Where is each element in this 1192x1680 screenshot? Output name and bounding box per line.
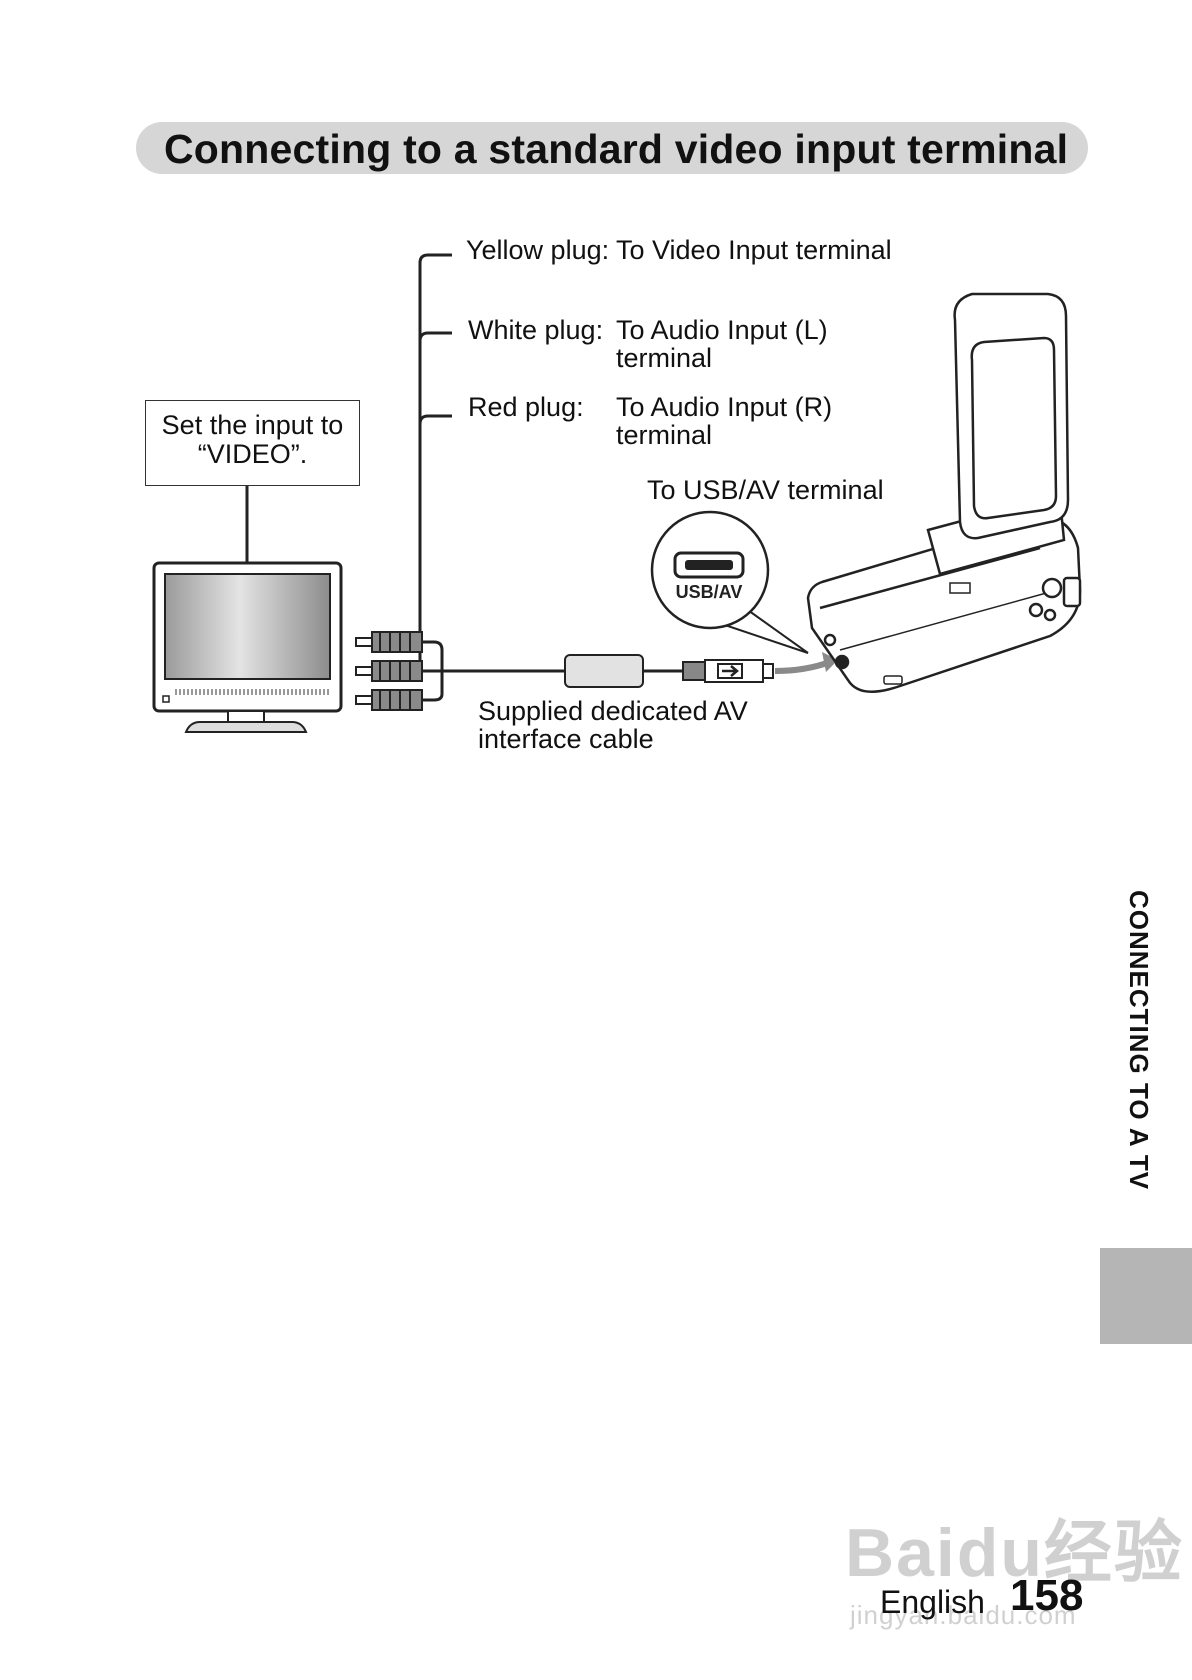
yellow-rca-plug: [355, 631, 423, 653]
section-side-label: CONNECTING TO A TV: [1124, 890, 1154, 1191]
usb-av-terminal-label: To USB/AV terminal: [647, 475, 884, 505]
usb-av-icon-label: USB/AV: [676, 582, 743, 602]
av-cable: [422, 640, 683, 702]
watermark-brand: Baidu经验: [845, 1515, 1184, 1591]
red-plug-target: To Audio Input (R): [616, 392, 833, 422]
red-plug-target-line2: terminal: [616, 420, 713, 450]
usb-connector: [682, 659, 774, 683]
footer-language: English: [880, 1584, 985, 1620]
yellow-plug-label: Yellow plug:: [466, 235, 610, 265]
callout-line-1: Set the input to: [161, 410, 344, 440]
title-bar: [136, 122, 1088, 174]
rca-plugs: [355, 631, 423, 711]
white-rca-plug: [355, 660, 423, 682]
cable-ferrite-core: [564, 654, 644, 688]
insert-arrow: [774, 659, 832, 674]
usb-av-callout: USB/AV: [650, 510, 809, 654]
red-rca-plug: [355, 689, 423, 711]
tv-icon: [152, 561, 343, 733]
callout-line-2: “VIDEO”.: [197, 439, 308, 469]
red-plug-label: Red plug:: [468, 392, 584, 422]
cable-label-line-2: interface cable: [478, 724, 654, 754]
yellow-plug-target: To Video Input terminal: [616, 235, 892, 265]
cable-label-line-1: Supplied dedicated AV: [478, 696, 748, 726]
watermark-url: jingyan.baidu.com: [850, 1600, 1077, 1630]
section-side-tab: [1100, 1248, 1192, 1344]
white-plug-label: White plug:: [468, 315, 604, 345]
tv-input-callout: Set the input to “VIDEO”.: [145, 400, 360, 486]
white-plug-target-line2: terminal: [616, 343, 713, 373]
insert-arrowhead: [822, 652, 838, 672]
white-plug-target: To Audio Input (L): [616, 315, 828, 345]
page-number: 158: [1010, 1571, 1084, 1620]
plug-bracket: [418, 253, 452, 670]
page-title: Connecting to a standard video input ter…: [164, 126, 1069, 172]
camcorder-icon: [806, 292, 1082, 693]
